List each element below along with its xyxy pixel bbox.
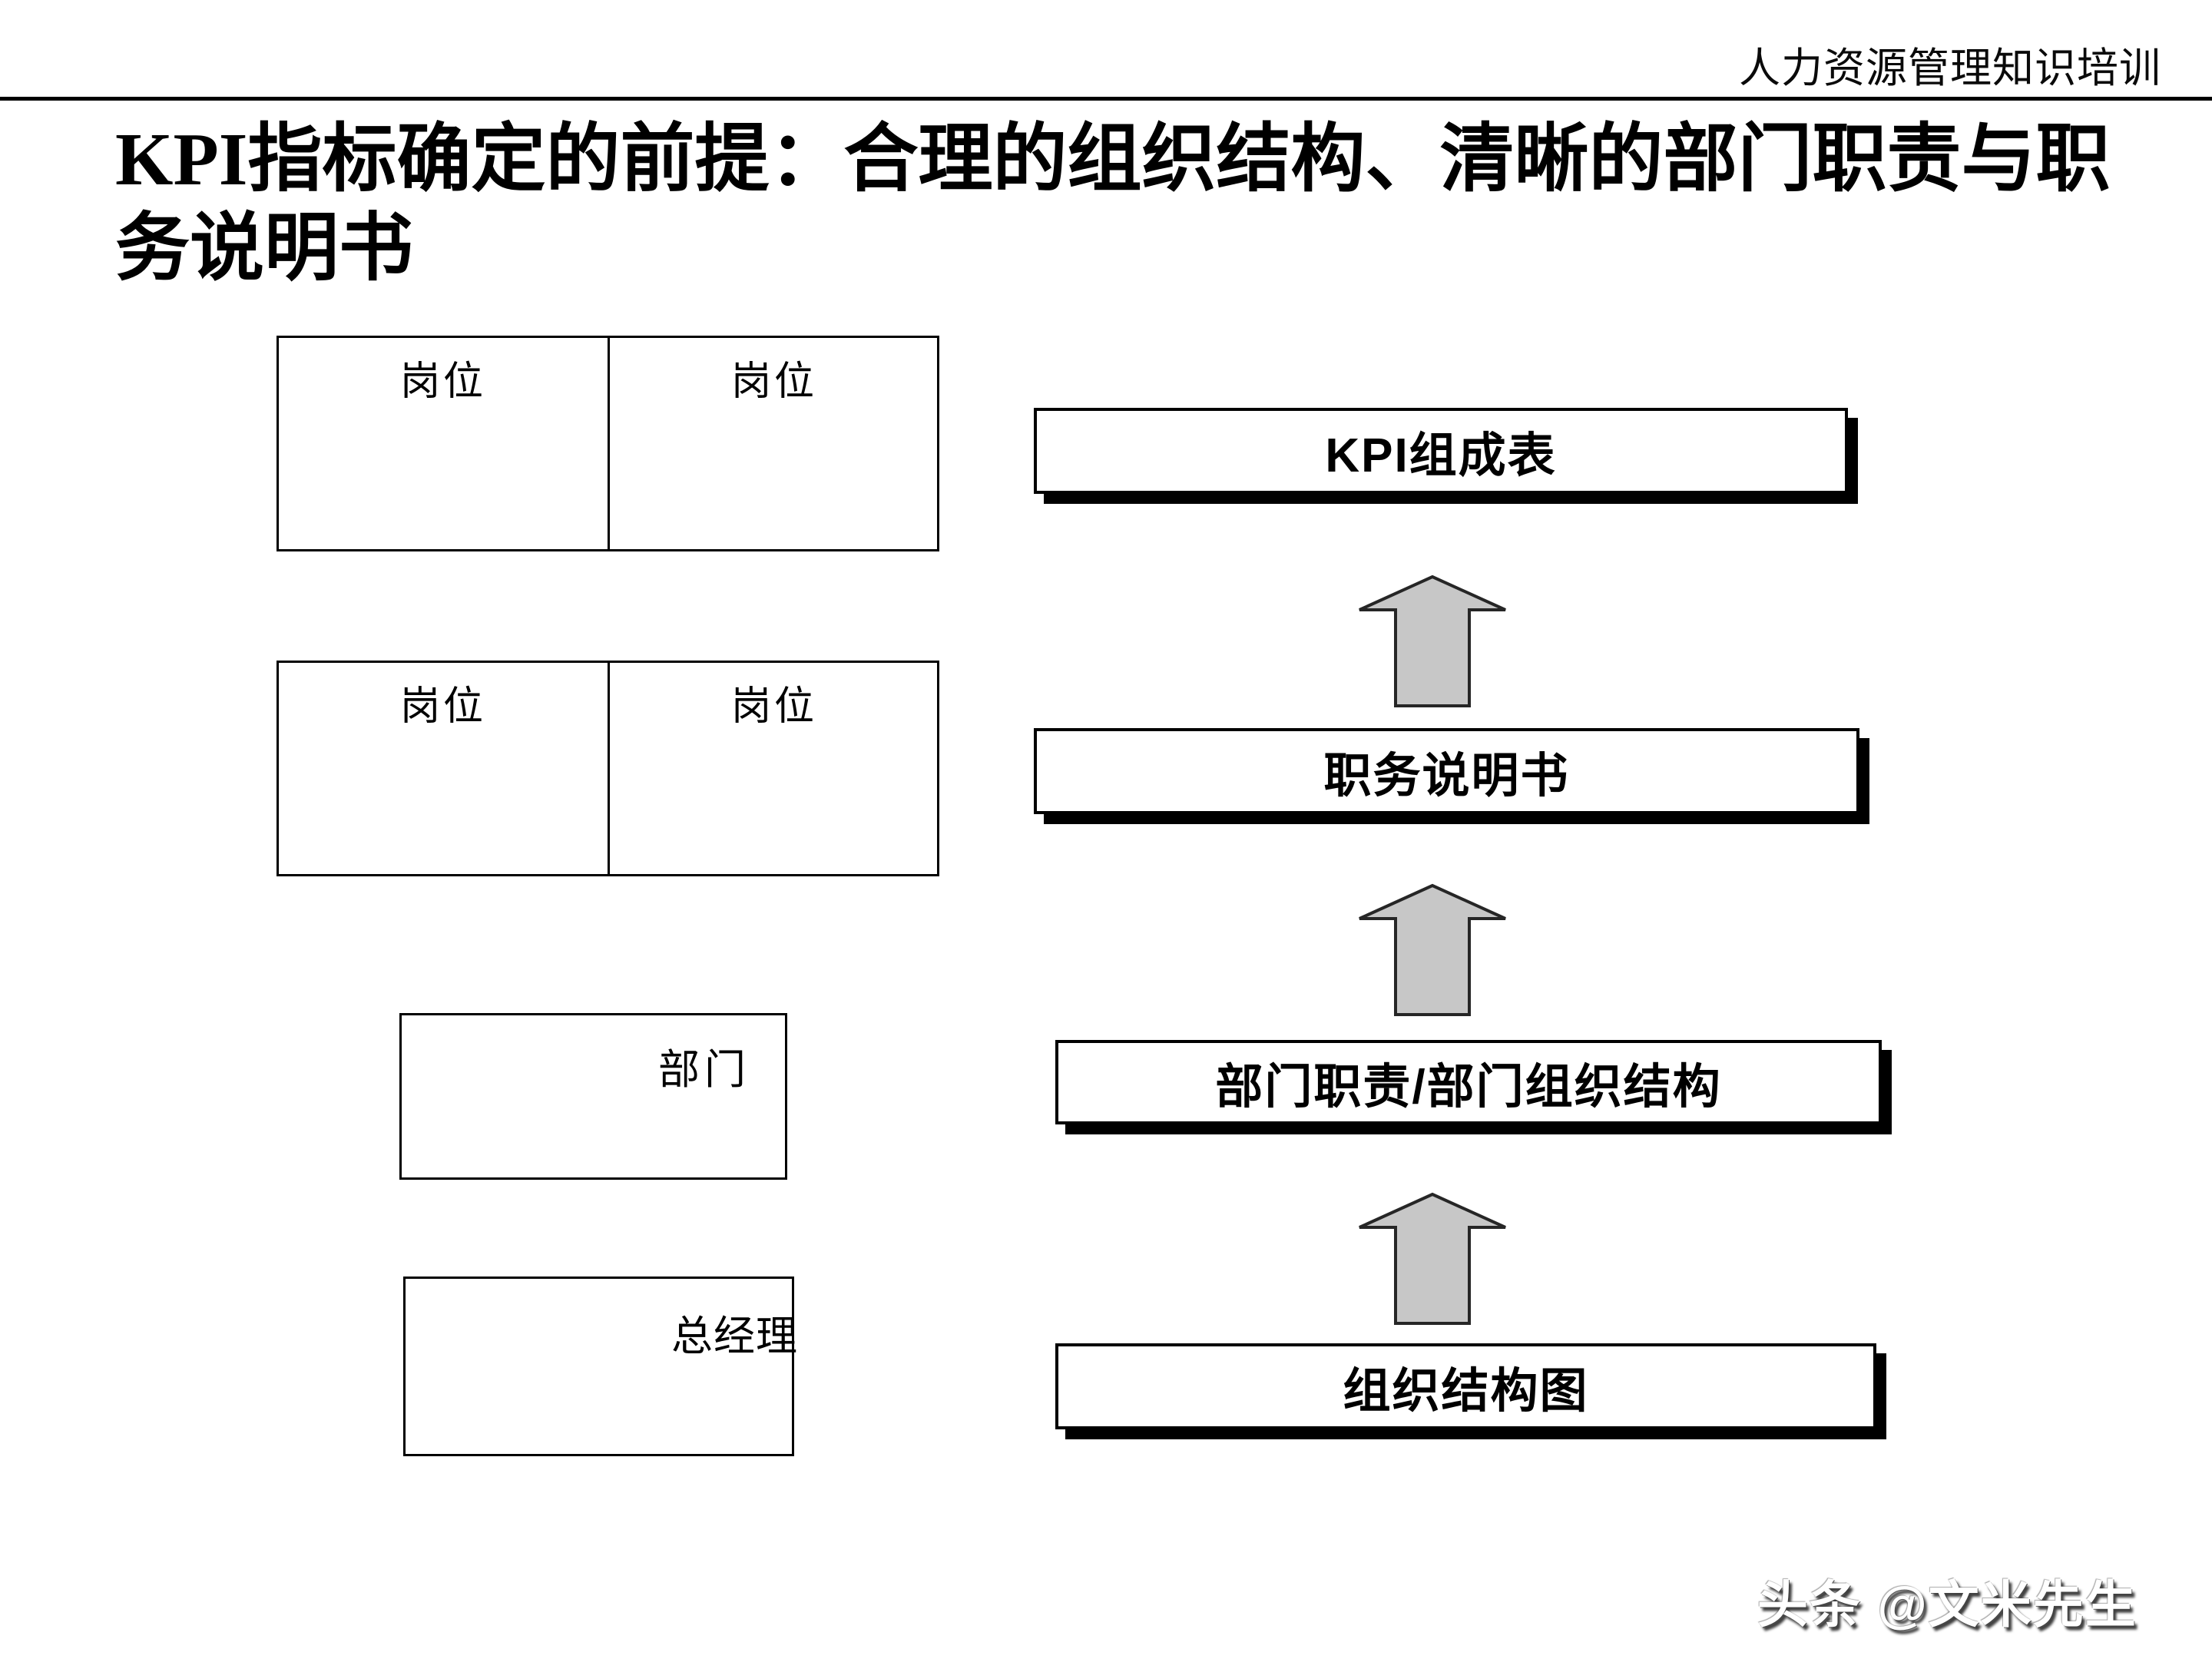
position-cell-label: 岗位 [730,684,817,729]
person-icon [840,752,903,878]
department-label: 部门 [658,1047,750,1093]
position-box-1: 岗位 岗位 [276,336,939,551]
header-title: 人力资源管理知识培训 [1739,45,2161,91]
person-icon [628,421,695,556]
person-icon [840,427,903,553]
cell-divider [608,663,610,874]
flow-box-job-description: 职务说明书 [1034,728,1859,814]
flow-box-org-structure-chart: 组织结构图 [1055,1343,1876,1429]
person-icon [500,752,563,878]
flow-box-department-duties: 部门职责/部门组织结构 [1055,1040,1882,1124]
department-box: 部门 [399,1013,787,1180]
person-icon [500,427,563,553]
up-arrow-icon [1357,883,1508,1017]
person-icon [628,746,695,881]
slide-title-line-2: 务说明书 [115,207,413,290]
up-arrow-icon [1357,575,1508,708]
up-arrow-icon [1357,1192,1508,1326]
position-box-2: 岗位 岗位 [276,661,939,876]
person-icon [702,746,770,881]
slide-title: KPI指标确定的前提：合理的组织结构、清晰的部门职责与职 务说明书 [115,115,2110,293]
cell-divider [608,338,610,549]
person-icon [702,421,770,556]
person-icon [557,1299,628,1440]
general-manager-box: 总经理 [403,1277,797,1456]
general-manager-label: 总经理 [671,1313,798,1359]
person-icon [370,746,438,881]
person-icon [563,1029,632,1167]
flow-box-kpi-table: KPI组成表 [1034,408,1848,494]
header-rule [0,97,2212,101]
position-cell-label: 岗位 [399,684,486,729]
flow-box-label: KPI组成表 [1325,429,1557,482]
person-icon [296,421,363,556]
flow-box-label: 部门职责/部门组织结构 [1215,1061,1722,1114]
slide-title-line-1: KPI指标确定的前提：合理的组织结构、清晰的部门职责与职 [115,118,2111,200]
position-cell-label: 岗位 [730,359,817,404]
flow-box-label: 职务说明书 [1323,750,1570,803]
position-cell-label: 岗位 [399,359,486,404]
person-icon [370,421,438,556]
watermark: 头条 @文米先生 [1757,1576,2137,1633]
person-icon [296,746,363,881]
flow-box-label: 组织结构图 [1343,1365,1589,1418]
